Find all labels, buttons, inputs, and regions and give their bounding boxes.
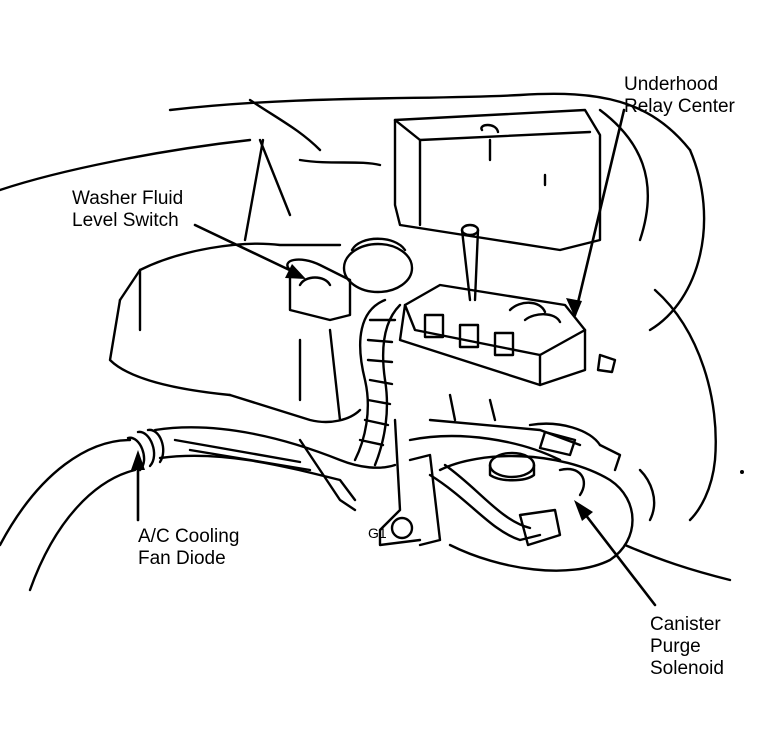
washer-reservoir [108, 237, 414, 424]
label-line-1: Washer Fluid [72, 188, 184, 209]
label-line-3: Solenoid [650, 658, 724, 679]
purge-arrowhead [574, 500, 593, 521]
label-line-1: A/C Cooling [138, 526, 240, 547]
label-line-2: Level Switch [72, 210, 179, 231]
ac-diode-harness [0, 426, 397, 592]
leader-lines [136, 108, 657, 607]
label-line-2: Purge [650, 636, 701, 657]
relay-arrowhead [566, 298, 582, 318]
canister-purge-area [428, 353, 656, 572]
label-line-2: Fan Diode [138, 548, 226, 569]
purge-leader [576, 503, 657, 607]
label-line-1: Canister [650, 614, 721, 635]
label-washer-fluid-level-switch: Washer Fluid Level Switch [72, 188, 183, 232]
wire-harness [353, 298, 402, 467]
ground-marker-label: G1 [368, 525, 387, 541]
label-ac-cooling-fan-diode: A/C Cooling Fan Diode [138, 526, 239, 570]
washer-arrowhead [285, 264, 306, 279]
diode-arrowhead [131, 450, 145, 470]
relay-center [393, 108, 602, 447]
label-underhood-relay-center: Underhood Relay Center [624, 74, 735, 118]
label-canister-purge-solenoid: Canister Purge Solenoid [650, 614, 724, 680]
relay-leader [573, 108, 626, 317]
washer-leader [193, 223, 302, 277]
label-line-2: Relay Center [624, 96, 735, 117]
ground-bracket [378, 418, 562, 547]
arrowheads [131, 264, 593, 521]
body-outline [0, 92, 732, 582]
label-line-1: Underhood [624, 74, 719, 95]
